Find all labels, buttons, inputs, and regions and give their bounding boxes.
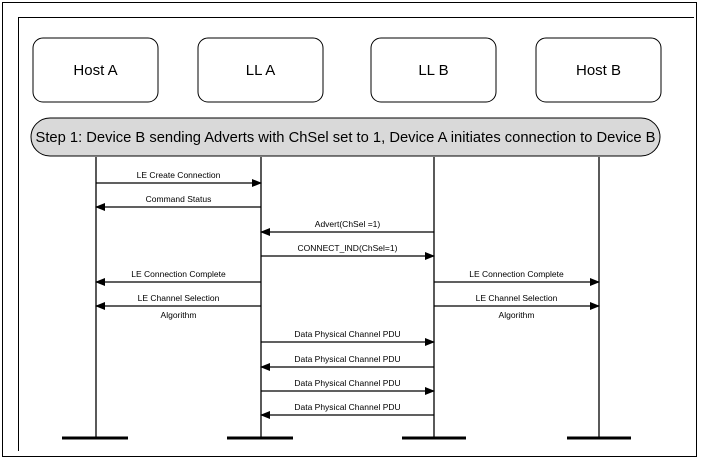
step-label: Step 1: Device B sending Adverts with Ch…	[36, 129, 656, 146]
message-label: Algorithm	[161, 310, 197, 320]
message-2: Command Status	[95, 194, 261, 211]
step-banner: Step 1: Device B sending Adverts with Ch…	[30, 117, 661, 157]
message-label: Data Physical Channel PDU	[294, 354, 400, 364]
entity-ll-a: LL A	[197, 37, 324, 103]
message-label: Data Physical Channel PDU	[294, 329, 400, 339]
message-label: Algorithm	[499, 310, 535, 320]
message-label: Data Physical Channel PDU	[294, 402, 400, 412]
message-label: Command Status	[146, 194, 212, 204]
entity-label-ll-a: LL A	[246, 62, 275, 79]
message-label: LE Channel Selection	[138, 293, 220, 303]
message-label: Advert(ChSel =1)	[315, 219, 381, 229]
message-10: Data Physical Channel PDU	[260, 354, 434, 371]
diagram-inner-frame	[18, 17, 694, 451]
message-label: LE Channel Selection	[476, 293, 558, 303]
message-5: LE Connection Complete	[95, 269, 261, 286]
message-label: LE Connection Complete	[131, 269, 226, 279]
entity-label-host-a: Host A	[73, 62, 117, 79]
entity-ll-b: LL B	[370, 37, 497, 103]
entity-label-ll-b: LL B	[418, 62, 448, 79]
entity-host-b: Host B	[535, 37, 662, 103]
message-1: LE Create Connection	[96, 170, 262, 187]
message-11: Data Physical Channel PDU	[261, 378, 435, 395]
message-4: CONNECT_IND(ChSel=1)	[261, 243, 435, 260]
message-3: Advert(ChSel =1)	[260, 219, 434, 236]
diagram-frame	[2, 2, 697, 457]
message-label: CONNECT_IND(ChSel=1)	[298, 243, 398, 253]
message-6: LE Connection Complete	[434, 269, 600, 286]
entity-label-host-b: Host B	[576, 62, 621, 79]
entity-host-a: Host A	[32, 37, 159, 103]
message-label: LE Create Connection	[137, 170, 221, 180]
message-9: Data Physical Channel PDU	[261, 329, 435, 346]
message-label: LE Connection Complete	[469, 269, 564, 279]
message-12: Data Physical Channel PDU	[260, 402, 434, 419]
message-label: Data Physical Channel PDU	[294, 378, 400, 388]
